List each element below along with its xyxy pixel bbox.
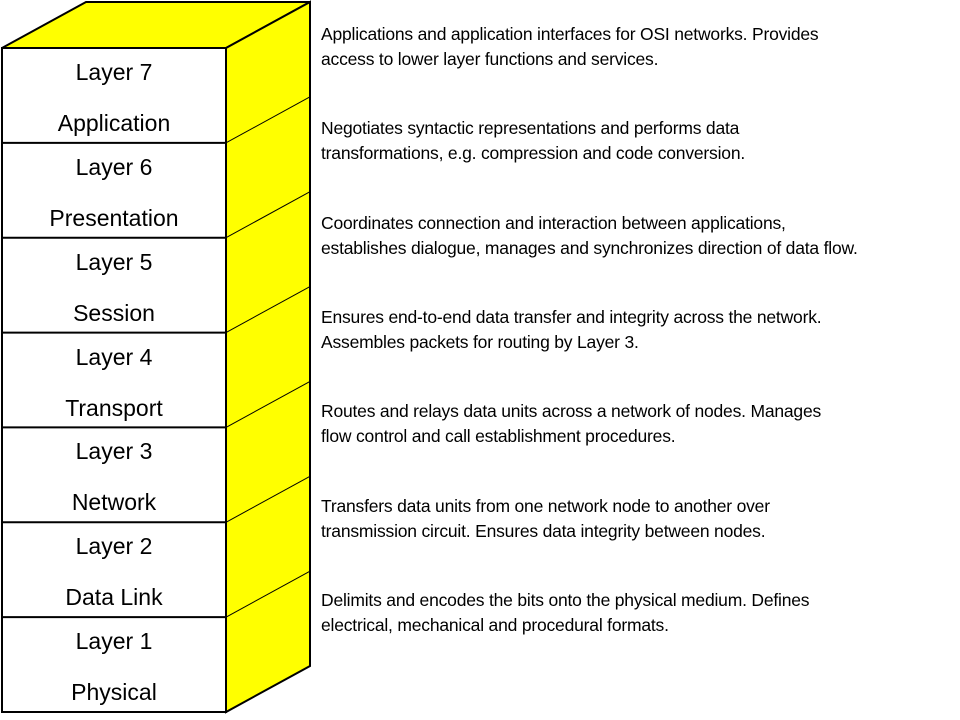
side-separator [225, 380, 311, 428]
description-line: Assembles packets for routing by Layer 3… [321, 331, 639, 352]
description-line: establishes dialogue, manages and synchr… [321, 237, 858, 258]
side-separator [225, 475, 311, 523]
description-line: Transfers data units from one network no… [321, 495, 770, 516]
layer-description: Transfers data units from one network no… [321, 494, 957, 544]
layer-description: Applications and application interfaces … [321, 22, 957, 72]
description-line: access to lower layer functions and serv… [321, 49, 659, 69]
layer-box: Layer 4 Transport [2, 333, 226, 428]
layer-name: Physical [71, 679, 157, 706]
layer-name: Session [73, 299, 155, 326]
layer-number: Layer 7 [75, 59, 153, 85]
layer-box: Layer 1 Physical [2, 617, 226, 712]
layer-number: Layer 1 [75, 628, 153, 655]
description-line: electrical, mechanical and procedural fo… [321, 614, 669, 635]
layer-description: Delimits and encodes the bits onto the p… [321, 588, 957, 638]
description-line: Delimits and encodes the bits onto the p… [321, 589, 810, 610]
layer-box: Layer 7 Application [2, 48, 226, 143]
side-separator [225, 570, 311, 618]
layer-box: Layer 3 Network [2, 427, 226, 522]
stack-side-face [225, 0, 311, 714]
layer-description: Negotiates syntactic representations and… [321, 116, 957, 166]
layer-box: Layer 2 Data Link [2, 522, 226, 617]
layer-name: Transport [65, 394, 163, 421]
description-line: transmission circuit. Ensures data integ… [321, 520, 766, 541]
layer-number: Layer 6 [75, 153, 153, 180]
layer-number: Layer 2 [75, 533, 153, 560]
side-separator [225, 286, 311, 334]
description-line: Coordinates connection and interaction b… [321, 212, 786, 233]
layer-number: Layer 5 [75, 248, 153, 275]
stack-3d-graphic [1, 0, 311, 714]
layer-number: Layer 4 [75, 343, 153, 370]
side-separator [225, 191, 311, 239]
description-line: transformations, e.g. compression and co… [321, 143, 746, 164]
description-line: Negotiates syntactic representations and… [321, 118, 740, 139]
layer-description: Routes and relays data units across a ne… [321, 399, 957, 449]
layer-name: Data Link [65, 584, 163, 611]
stack-front-face [1, 47, 227, 713]
layer-description: Coordinates connection and interaction b… [321, 211, 957, 261]
description-line: flow control and call establishment proc… [321, 426, 676, 447]
layer-name: Application [57, 110, 171, 136]
side-separator [225, 96, 311, 144]
layer-description: Ensures end-to-end data transfer and int… [321, 305, 957, 355]
layer-name: Presentation [49, 204, 179, 231]
description-line: Applications and application interfaces … [321, 24, 819, 44]
description-line: Ensures end-to-end data transfer and int… [321, 306, 822, 327]
description-line: Routes and relays data units across a ne… [321, 401, 822, 422]
layer-box: Layer 6 Presentation [2, 143, 226, 238]
layer-name: Network [71, 489, 157, 516]
layer-box: Layer 5 Session [2, 238, 226, 333]
layer-number: Layer 3 [75, 438, 153, 465]
